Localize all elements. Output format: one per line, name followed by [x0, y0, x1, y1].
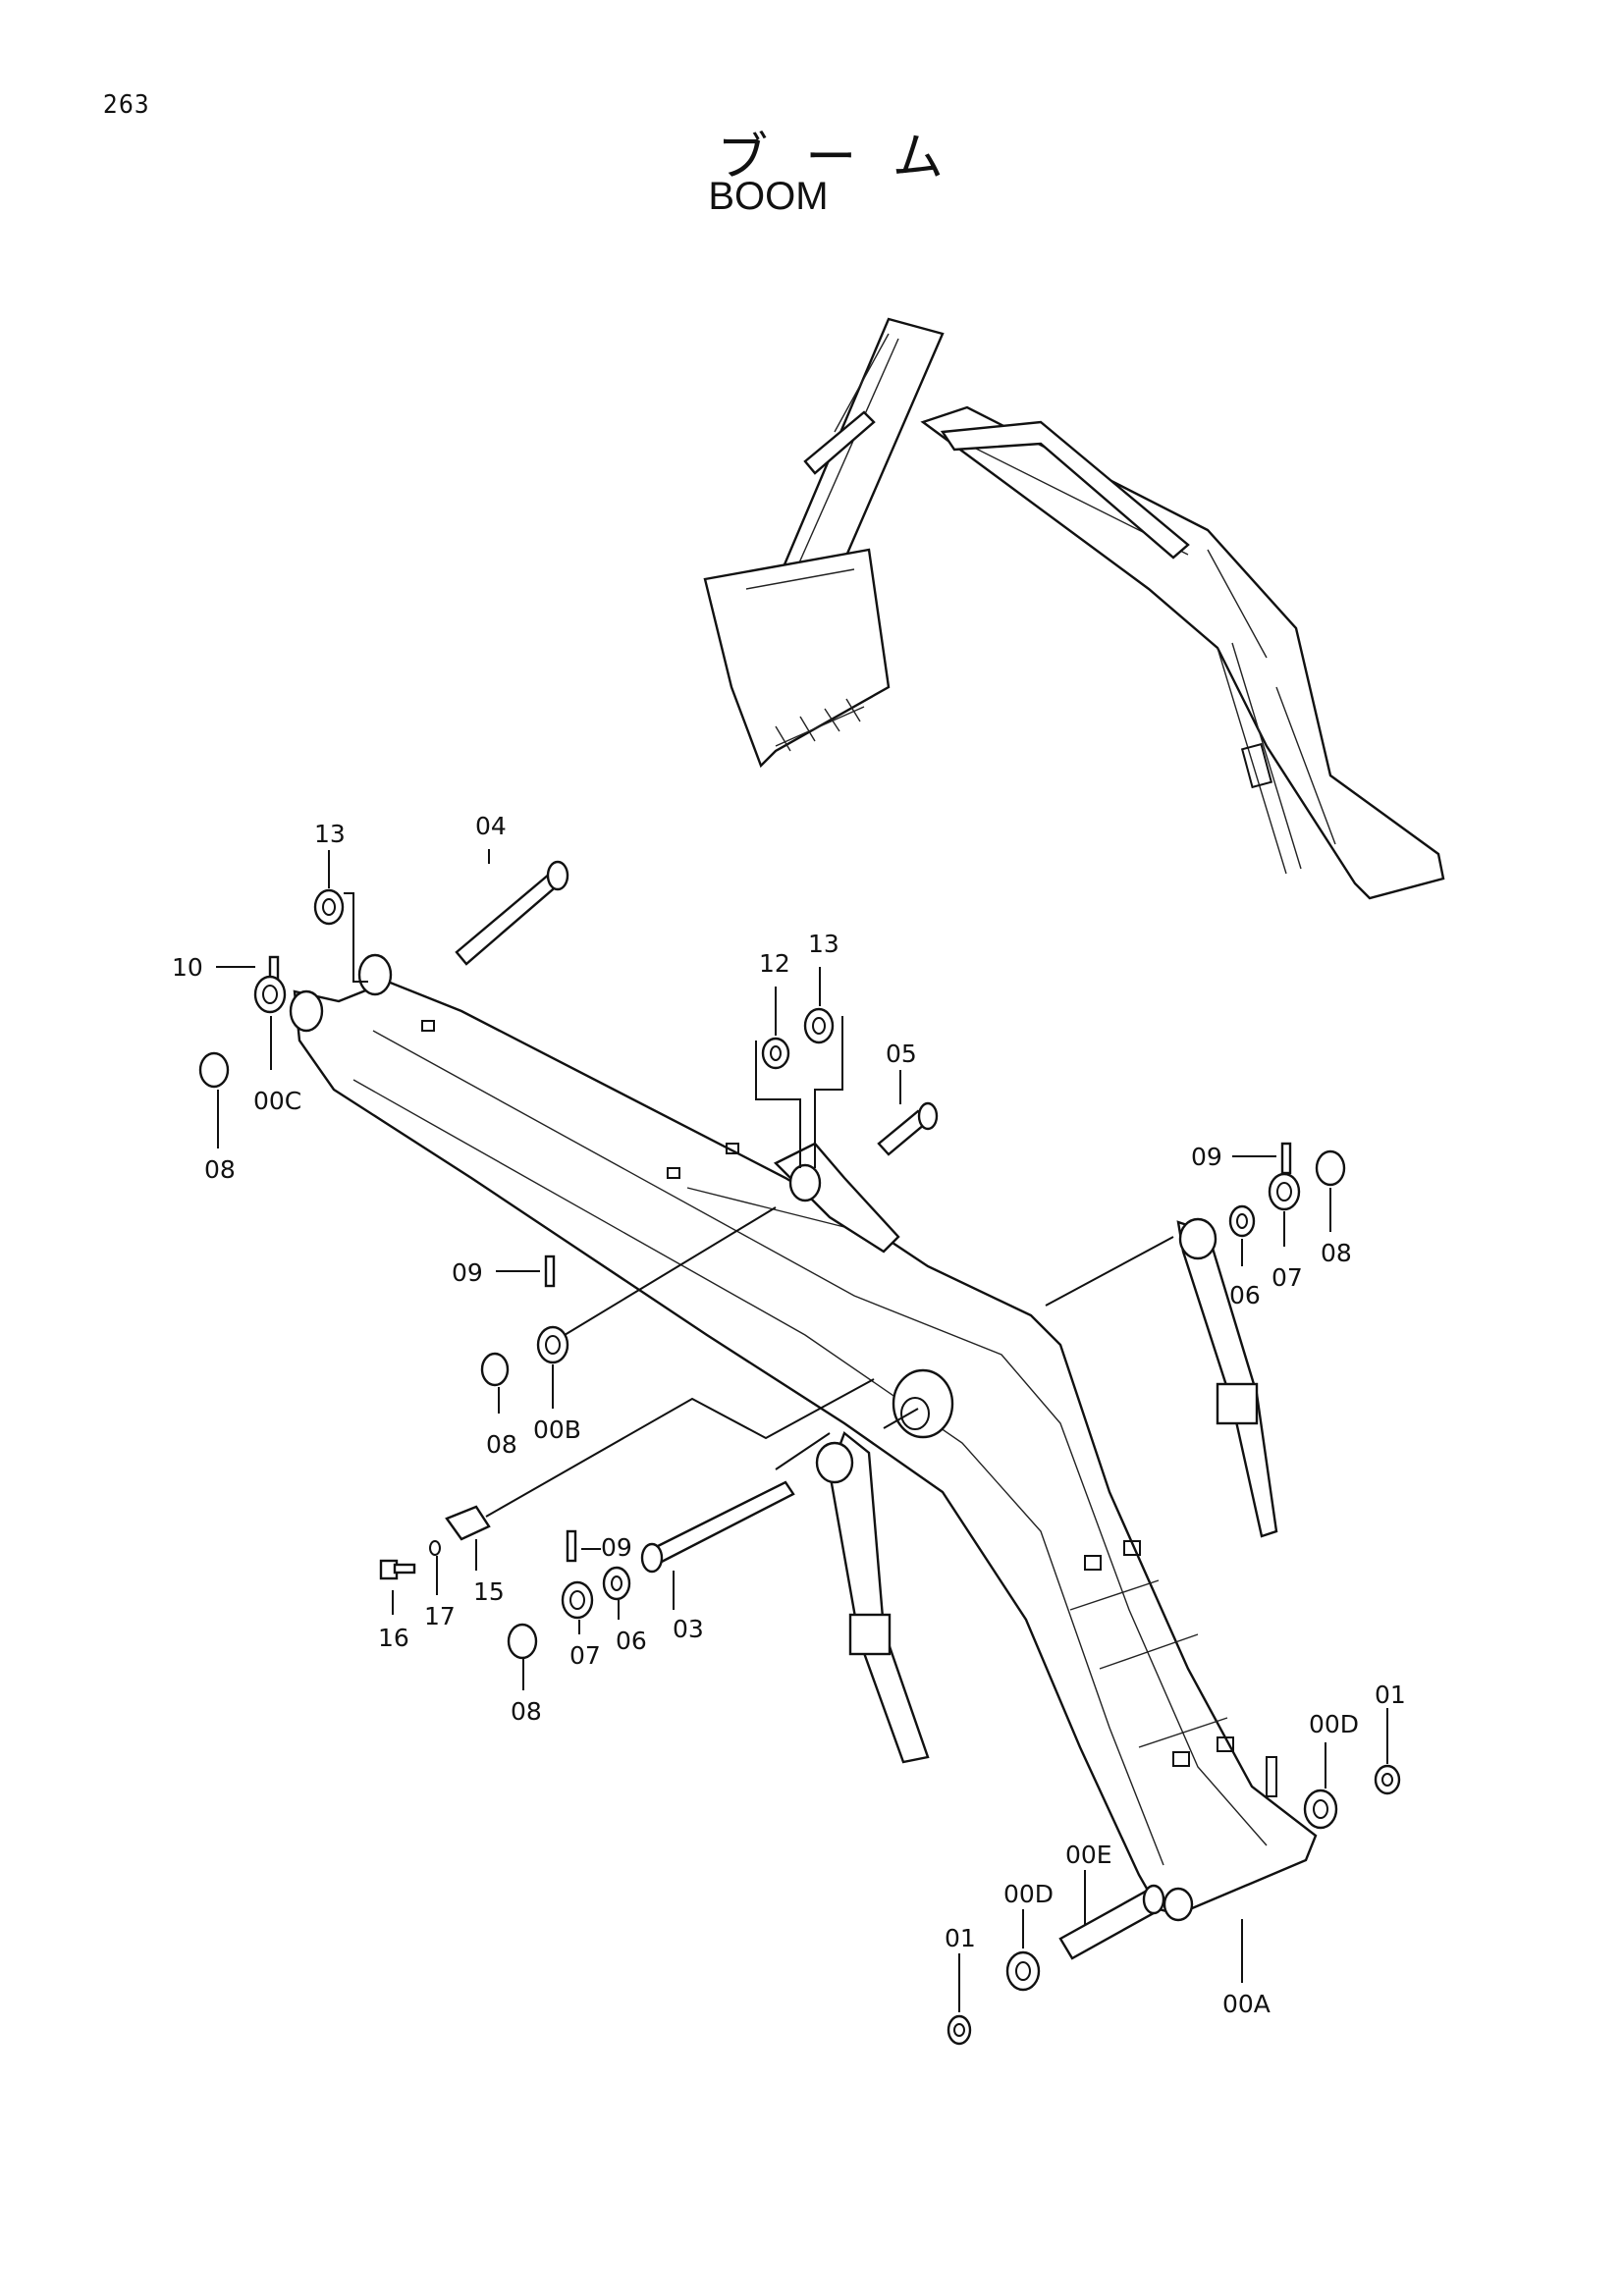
callout-10: 10: [172, 953, 203, 982]
page-number: 263: [103, 90, 150, 120]
callout-00d: 00D: [1003, 1880, 1054, 1908]
callout-01: 01: [945, 1924, 976, 1952]
callout-06: 06: [1229, 1281, 1261, 1309]
callout-08: 08: [204, 1155, 236, 1184]
callout-07: 07: [1271, 1263, 1303, 1292]
boom-structure: [289, 953, 1318, 1922]
parts: [198, 860, 1401, 2046]
callout-15: 15: [473, 1577, 505, 1606]
callout-12: 12: [759, 949, 790, 978]
callout-00d: 00D: [1309, 1710, 1359, 1738]
callout-04: 04: [475, 812, 507, 840]
callout-13: 13: [808, 930, 839, 958]
page-title: BOOM: [708, 175, 829, 218]
leader-lines: [216, 849, 1388, 2012]
callout-00a: 00A: [1222, 1990, 1271, 2018]
callout-09: 09: [452, 1258, 483, 1287]
callout-00c: 00C: [253, 1087, 301, 1115]
callout-08: 08: [511, 1697, 542, 1726]
callout-03: 03: [673, 1615, 704, 1643]
callout-08: 08: [1321, 1239, 1352, 1267]
callout-08: 08: [486, 1430, 517, 1459]
callout-01: 01: [1375, 1681, 1406, 1709]
callout-17: 17: [424, 1602, 456, 1630]
page-title-japanese: ブーム: [717, 129, 981, 187]
callout-00e: 00E: [1065, 1841, 1112, 1869]
excavator-overview-illustration: [703, 317, 1445, 900]
callout-13: 13: [314, 820, 346, 848]
callout-09: 09: [1191, 1143, 1222, 1171]
callout-00b: 00B: [533, 1415, 581, 1444]
callout-07: 07: [569, 1641, 601, 1670]
callout-06: 06: [616, 1627, 647, 1655]
boom-cylinder-illustrations: [815, 1217, 1278, 1764]
callout-05: 05: [886, 1040, 917, 1068]
callout-09: 09: [601, 1533, 632, 1562]
callout-16: 16: [378, 1624, 409, 1652]
callout-labels: 13 04 10 08 00C 12 13 05 09 06 07 08 09 …: [172, 812, 1406, 2018]
